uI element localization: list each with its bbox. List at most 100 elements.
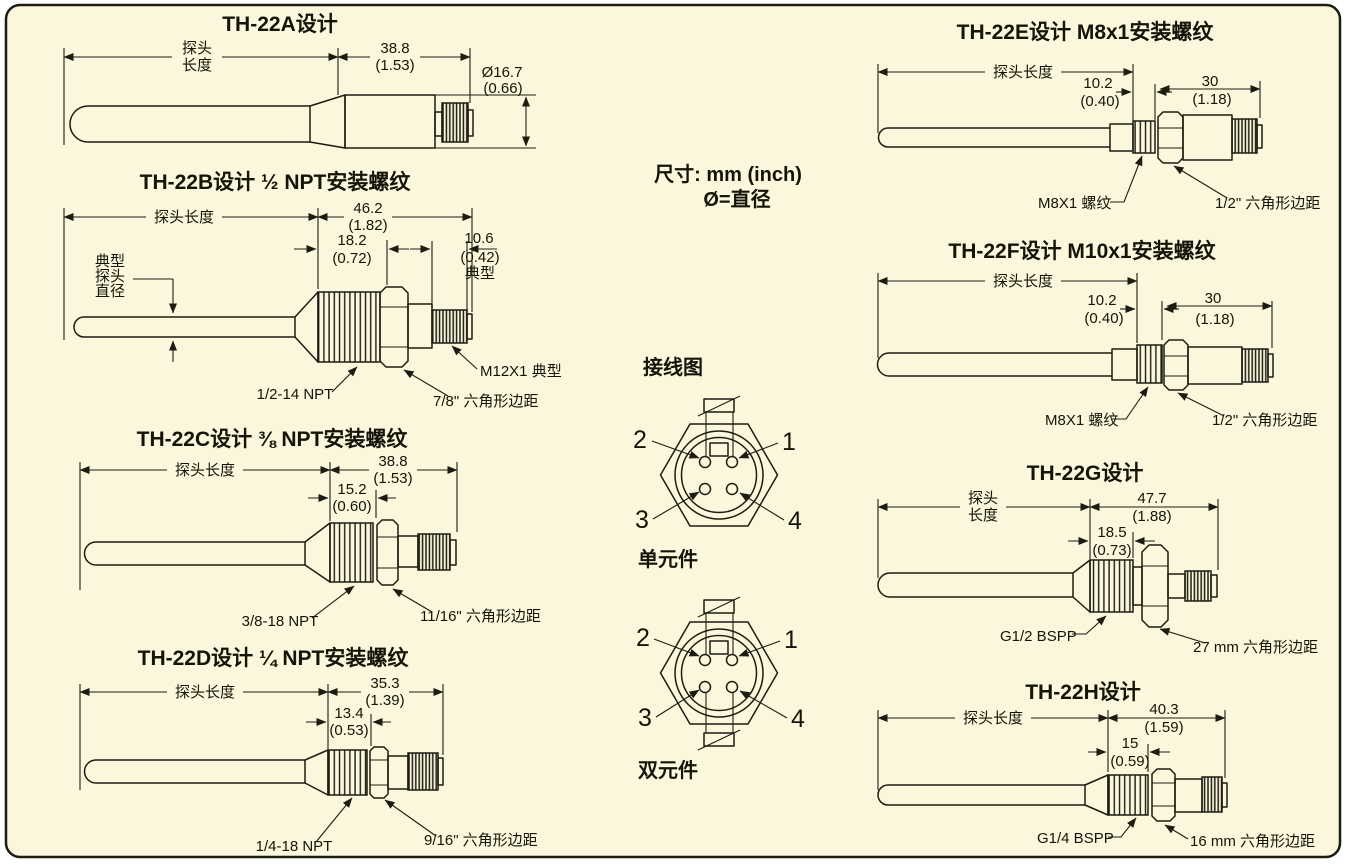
th22f-title: TH-22F设计 M10x1安装螺纹	[948, 239, 1216, 263]
units-line-2: Ø=直径	[703, 187, 770, 211]
th22g-title: TH-22G设计	[1027, 462, 1144, 485]
th22d-thread-length-mm: 13.4	[334, 705, 363, 722]
design-th22e: TH-22E设计 M8x1安装螺纹 探头长度 10.2 (0.40) 30 (1…	[877, 20, 1320, 212]
th22f-hex-label: 1/2" 六角形边距	[1212, 412, 1317, 429]
keying-notch-icon	[709, 640, 729, 655]
th22c-thread-label: 3/8-18 NPT	[242, 613, 319, 630]
th22a-title: TH-22A设计	[222, 13, 338, 36]
th22g-probe-length-label-2: 长度	[968, 507, 998, 524]
th22f-probe-drawing	[876, 339, 1274, 391]
th22e-callouts: M8X1 螺纹 1/2" 六角形边距	[1038, 155, 1320, 212]
th22g-bspp-thread	[1089, 559, 1134, 613]
th22e-probe-length-label: 探头长度	[993, 64, 1053, 81]
th22f-hex-nut	[1163, 339, 1189, 391]
th22b-overall-in: (1.82)	[348, 217, 387, 234]
th22e-connector-knurl	[1231, 118, 1258, 154]
th22b-connector-label: M12X1 典型	[480, 363, 562, 380]
th22b-npt-thread	[317, 291, 381, 363]
th22c-connector-knurl	[417, 533, 451, 571]
th22a-body-length-mm: 38.8	[380, 40, 409, 57]
th22c-probe-length-label: 探头长度	[175, 462, 235, 479]
th22a-dimensions: 探头 长度 38.8 (1.53) Ø16.7 (0.66)	[63, 40, 536, 149]
design-th22g: TH-22G设计 探头 长度 47.7 (1.88) 18.5 (0.73)	[877, 462, 1318, 656]
th22b-typ-dia-label-3: 直径	[95, 283, 125, 300]
hex-body-icon	[659, 423, 779, 527]
th22e-thread-length-in: (0.40)	[1080, 93, 1119, 110]
th22b-conn-length-typ: 典型	[465, 265, 495, 282]
th22c-title: TH-22C设计 ⅜ NPT安装螺纹	[137, 427, 409, 451]
th22d-npt-thread	[327, 749, 368, 796]
pin-3-number: 3	[635, 506, 649, 534]
th22g-overall-in: (1.88)	[1132, 508, 1171, 525]
th22b-dimensions: 探头长度 46.2 (1.82) 18.2 (0.72) 10.6 (0.42)…	[63, 200, 500, 362]
th22g-thread-length-mm: 18.5	[1097, 524, 1126, 541]
pin-3-contact	[698, 680, 712, 694]
pin-4-contact	[725, 482, 739, 496]
th22e-m8-thread	[1132, 120, 1156, 154]
th22c-dimensions: 探头长度 38.8 (1.53) 15.2 (0.60)	[79, 453, 458, 590]
th22e-hex-label: 1/2" 六角形边距	[1215, 195, 1320, 212]
th22b-hex-nut	[379, 286, 409, 368]
th22h-thread-length-in: (0.59)	[1110, 753, 1149, 770]
th22b-probe-length-label: 探头长度	[154, 209, 214, 226]
th22f-m10-thread	[1136, 344, 1163, 384]
connector-dual-element: 2 1 3 4	[636, 596, 805, 751]
th22d-hex-nut	[369, 746, 389, 799]
th22h-connector-knurl	[1201, 776, 1223, 813]
th22f-conn-length-in: (1.18)	[1195, 311, 1234, 328]
th22g-probe-drawing	[877, 544, 1218, 628]
th22d-probe-drawing	[83, 746, 444, 799]
units-note: 尺寸: mm (inch) Ø=直径	[654, 163, 802, 211]
th22h-probe-length-label: 探头长度	[963, 710, 1023, 727]
th22h-hex-label: 16 mm 六角形边距	[1190, 833, 1315, 850]
th22c-npt-thread	[329, 522, 374, 583]
th22c-overall-mm: 38.8	[378, 453, 407, 470]
th22a-probe-length-label-2: 长度	[182, 57, 212, 74]
th22c-thread-length-mm: 15.2	[337, 481, 366, 498]
th22h-thread-label: G1/4 BSPP	[1037, 830, 1114, 847]
pin-3-contact	[698, 482, 712, 496]
th22e-thread-length-mm: 10.2	[1083, 75, 1112, 92]
wiring-title: 接线图	[643, 355, 703, 379]
th22b-probe-drawing	[73, 286, 473, 368]
th22h-hex-nut	[1151, 768, 1176, 822]
design-th22h: TH-22H设计 探头长度 40.3 (1.59) 15 (0.59)	[877, 681, 1315, 850]
design-th22c: TH-22C设计 ⅜ NPT安装螺纹 探头长度 38.8 (1.53) 15.2…	[79, 427, 541, 630]
rtd-element-top-icon	[703, 599, 735, 614]
th22b-conn-length-in: (0.42)	[460, 249, 499, 266]
th22a-diameter-mm: Ø16.7	[482, 64, 523, 81]
th22c-hex-nut	[376, 519, 399, 586]
th22c-callouts: 3/8-18 NPT 11/16" 六角形边距	[242, 585, 541, 630]
th22f-callouts: M8X1 螺纹 1/2" 六角形边距	[1045, 386, 1317, 429]
th22d-probe-length-label: 探头长度	[175, 684, 235, 701]
rtd-element-icon	[703, 398, 735, 413]
th22b-typ-dia-label-1: 典型	[95, 253, 125, 270]
th22b-hex-label: 7/8" 六角形边距	[433, 393, 538, 410]
pin-2-number: 2	[636, 624, 650, 652]
th22d-title: TH-22D设计 ¼ NPT安装螺纹	[138, 646, 410, 670]
th22h-probe-drawing	[877, 768, 1228, 822]
th22b-callouts: 1/2-14 NPT 7/8" 六角形边距 M12X1 典型	[257, 345, 562, 410]
th22a-connector-knurl	[441, 102, 469, 143]
th22d-dimensions: 探头长度 35.3 (1.39) 13.4 (0.53)	[79, 675, 444, 790]
units-line-1: 尺寸: mm (inch)	[654, 163, 802, 186]
th22e-probe-drawing	[877, 111, 1263, 164]
th22g-hex-label: 27 mm 六角形边距	[1193, 639, 1318, 656]
th22d-overall-mm: 35.3	[370, 675, 399, 692]
th22f-thread-label: M8X1 螺纹	[1045, 412, 1118, 429]
th22g-callouts: G1/2 BSPP 27 mm 六角形边距	[1000, 615, 1318, 656]
pin-2-contact	[698, 653, 712, 667]
th22c-overall-in: (1.53)	[373, 470, 412, 487]
hex-body-icon	[659, 621, 779, 725]
th22d-thread-length-in: (0.53)	[329, 722, 368, 739]
pin-1-number: 1	[782, 428, 796, 456]
th22h-thread-length-mm: 15	[1122, 735, 1139, 752]
th22f-connector-knurl	[1241, 348, 1269, 383]
th22c-probe-drawing	[83, 519, 457, 586]
th22d-callouts: 1/4-18 NPT 9/16" 六角形边距	[256, 797, 538, 855]
th22a-body-length-in: (1.53)	[375, 57, 414, 74]
pin-3-number: 3	[638, 704, 652, 732]
th22f-thread-length-in: (0.40)	[1084, 310, 1123, 327]
pin-1-contact	[725, 653, 739, 667]
